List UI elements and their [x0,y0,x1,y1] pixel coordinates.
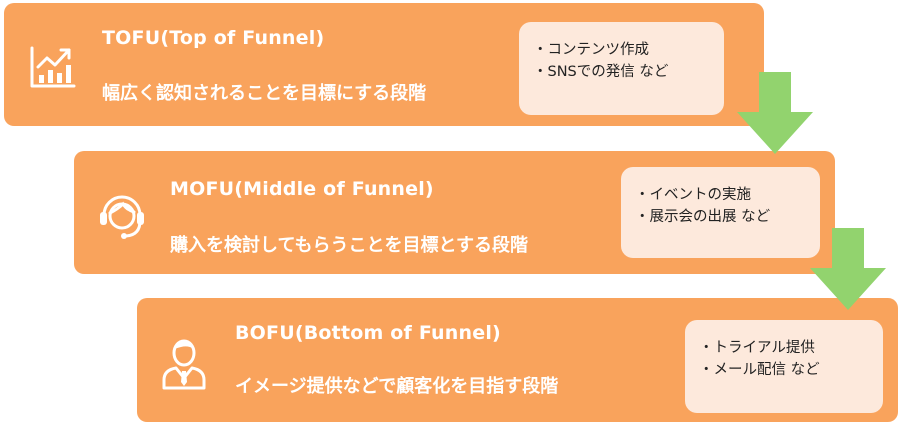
headset-operator-icon [96,189,148,245]
example-item: ・SNSでの発信 など [533,64,669,80]
stage-title: BOFU(Bottom of Funnel) [235,322,501,344]
stage-title: TOFU(Top of Funnel) [102,27,325,49]
stage-example-box: ・イベントの実施 ・展示会の出展 など [621,167,820,258]
example-item: ・イベントの実施 [635,187,751,203]
funnel-stage-bofu: BOFU(Bottom of Funnel) イメージ提供などで顧客化を目指す段… [137,298,898,422]
funnel-stage-tofu: TOFU(Top of Funnel) 幅広く認知されることを目標にする段階 ・… [4,3,764,126]
example-item: ・コンテンツ作成 [533,42,649,58]
down-arrow-icon [737,72,813,158]
stage-title: MOFU(Middle of Funnel) [170,178,434,200]
example-item: ・メール配信 など [699,362,820,378]
funnel-stage-mofu: MOFU(Middle of Funnel) 購入を検討してもらうことを目標とす… [74,151,835,274]
stage-example-box: ・トライアル提供 ・メール配信 など [685,320,883,413]
stage-description: 幅広く認知されることを目標にする段階 [102,83,427,104]
example-item: ・トライアル提供 [699,340,815,356]
growth-chart-icon [29,45,77,93]
stage-example-box: ・コンテンツ作成 ・SNSでの発信 など [519,22,724,115]
business-person-icon [161,338,207,394]
stage-description: 購入を検討してもらうことを目標とする段階 [170,235,529,256]
stage-description: イメージ提供などで顧客化を目指す段階 [235,376,559,397]
down-arrow-icon [810,228,886,314]
example-item: ・展示会の出展 など [635,209,771,225]
